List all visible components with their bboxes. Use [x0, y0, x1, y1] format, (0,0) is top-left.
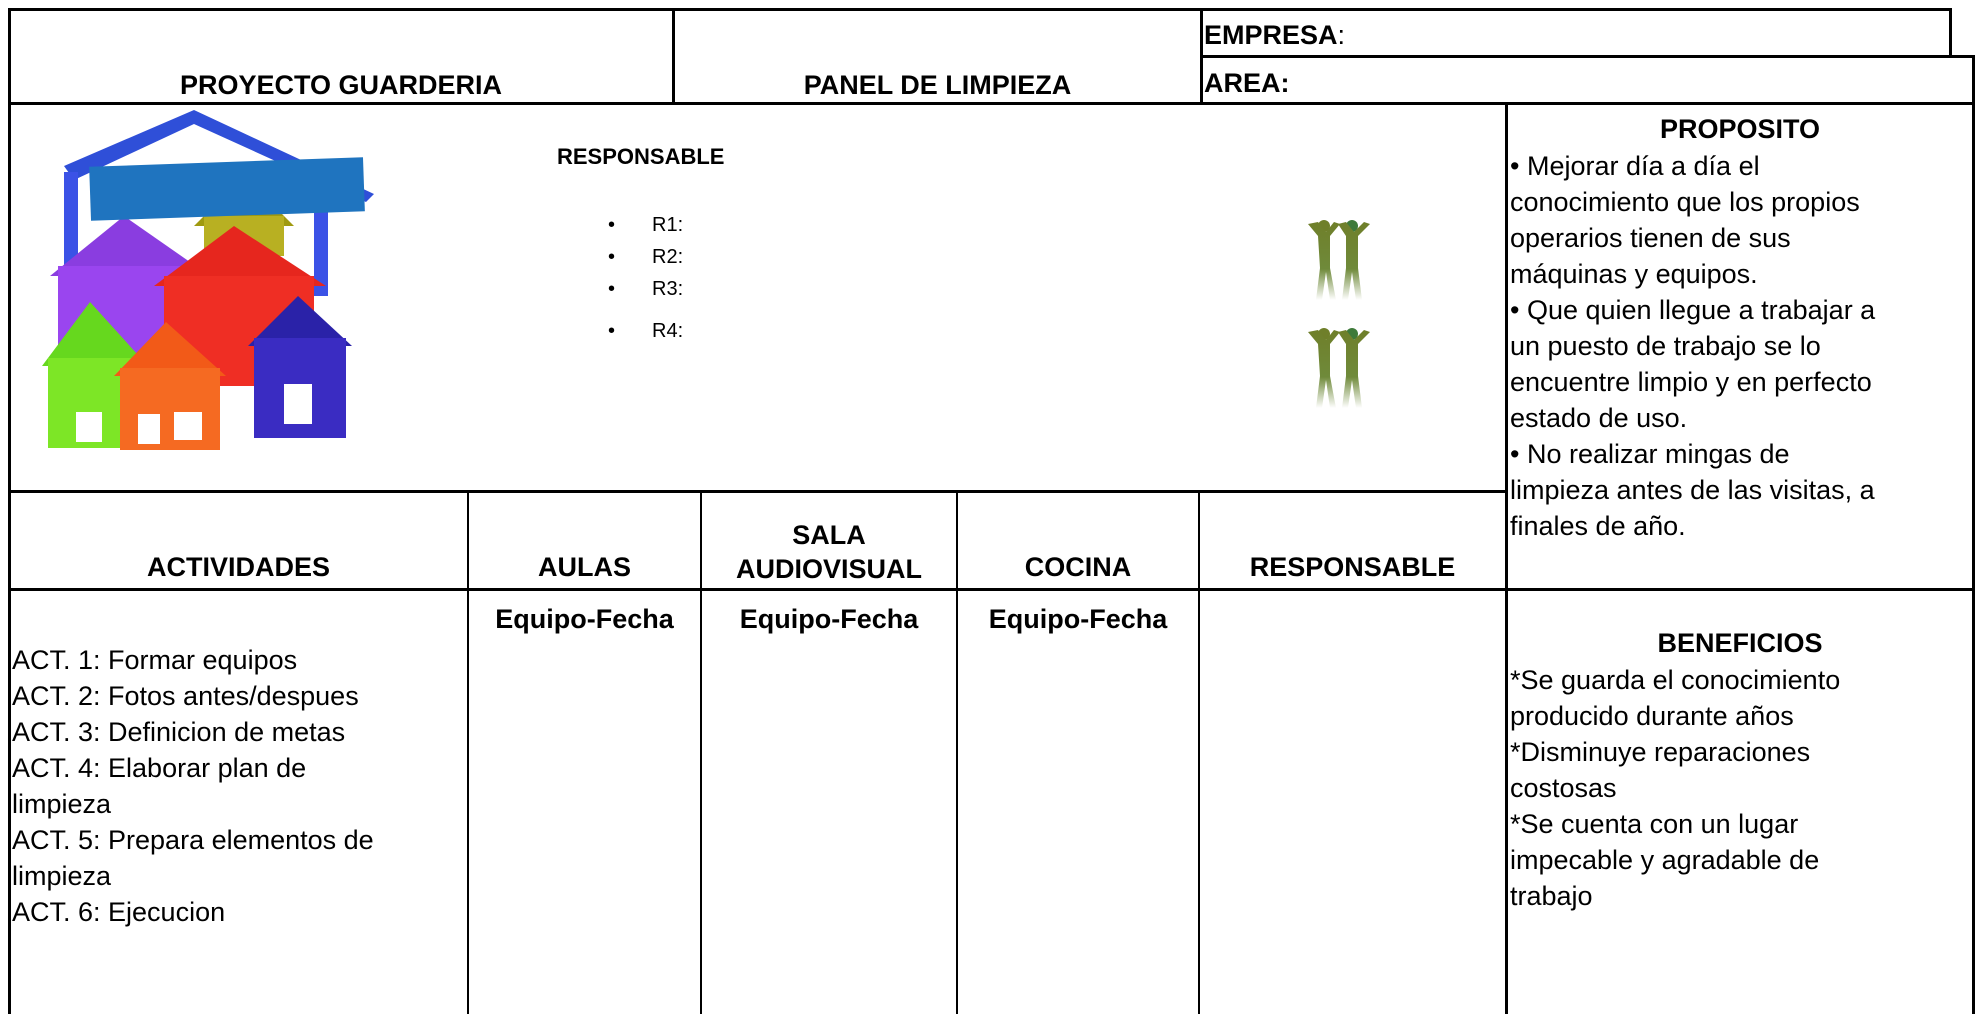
beneficio-line: costosas [1510, 773, 1617, 803]
activity-line: ACT. 2: Fotos antes/despues [12, 681, 359, 711]
beneficio-line: producido durante años [1510, 701, 1794, 731]
responsable-bullet-3: • [608, 278, 616, 300]
proposito-line: • No realizar mingas de [1510, 439, 1790, 469]
empresa-label: EMPRESA: [1204, 20, 1345, 51]
empresa-label-text: EMPRESA [1204, 20, 1338, 50]
border-area-bottom-ext [1949, 102, 1975, 105]
subheader-aulas: Equipo-Fecha [495, 604, 674, 634]
responsable-item-2: R2: [652, 246, 684, 268]
people-icon [1308, 220, 1370, 300]
beneficios-text: *Se guarda el conocimiento producido dur… [1510, 662, 1972, 914]
border-table-v4 [1198, 490, 1200, 1014]
proposito-line: conocimiento que los propios [1510, 187, 1860, 217]
people-icon [1308, 328, 1370, 408]
beneficio-line: impecable y agradable de [1510, 845, 1820, 875]
area-label: AREA: [1204, 68, 1290, 98]
col-header-responsable: RESPONSABLE [1249, 552, 1456, 582]
activity-line: ACT. 3: Definicion de metas [12, 717, 346, 747]
redaction-bar [89, 157, 365, 221]
beneficio-line: *Disminuye reparaciones [1510, 737, 1811, 767]
activities-list: ACT. 1: Formar equipos ACT. 2: Fotos ant… [12, 642, 464, 930]
responsable-item-1: R1: [652, 214, 684, 236]
col-header-cocina: COCINA [1024, 552, 1132, 582]
responsable-item-3: R3: [652, 278, 684, 300]
border-area-top-ext [1949, 55, 1975, 58]
border-image-bottom [8, 490, 1508, 493]
activity-line: ACT. 4: Elaborar plan de [12, 753, 307, 783]
col-header-sala: SALA AUDIOVISUAL [702, 518, 956, 586]
panel-title: PANEL DE LIMPIEZA [803, 70, 1072, 100]
border-area-right [1972, 55, 1975, 105]
proposito-line: operarios tienen de sus [1510, 223, 1791, 253]
proposito-line: un puesto de trabajo se lo [1510, 331, 1821, 361]
border-header-v1 [672, 8, 675, 104]
empresa-label-colon: : [1337, 20, 1346, 50]
proposito-line: encuentre limpio y en perfecto [1510, 367, 1872, 397]
col-header-sala-line1: SALA [792, 520, 866, 550]
responsable-item-4: R4: [652, 320, 684, 342]
beneficios-title: BENEFICIOS [1657, 628, 1823, 658]
proposito-line: • Mejorar día a día el [1510, 151, 1760, 181]
border-table-v2 [700, 490, 702, 1014]
proposito-line: • Que quien llegue a trabajar a [1510, 295, 1876, 325]
proposito-line: estado de uso. [1510, 403, 1688, 433]
houses-illustration [42, 110, 374, 450]
activity-line: ACT. 5: Prepara elementos de [12, 825, 374, 855]
proposito-line: máquinas y equipos. [1510, 259, 1758, 289]
activity-line: limpieza [12, 789, 112, 819]
border-right-column [1505, 104, 1508, 1014]
subheader-cocina: Equipo-Fecha [988, 604, 1168, 634]
project-title: PROYECTO GUARDERIA [179, 70, 503, 100]
border-left [8, 8, 11, 1014]
border-header-bottom [8, 102, 1952, 105]
border-table-v3 [956, 490, 958, 1014]
activity-line: ACT. 1: Formar equipos [12, 645, 298, 675]
beneficio-line: *Se cuenta con un lugar [1510, 809, 1799, 839]
border-table-header-bottom [8, 588, 1975, 591]
border-empresa-right [1949, 8, 1952, 58]
proposito-title: PROPOSITO [1659, 114, 1821, 144]
proposito-text: • Mejorar día a día el conocimiento que … [1510, 148, 1972, 544]
proposito-line: finales de año. [1510, 511, 1686, 541]
border-right [1972, 104, 1975, 1014]
col-header-actividades: ACTIVIDADES [146, 552, 330, 582]
proposito-line: limpieza antes de las visitas, a [1510, 475, 1875, 505]
beneficio-line: trabajo [1510, 881, 1593, 911]
responsable-bullet-4: • [608, 320, 616, 342]
responsable-bullet-2: • [608, 246, 616, 268]
col-header-aulas: AULAS [538, 552, 631, 582]
border-table-v1 [467, 490, 469, 1014]
border-empresa-bottom [1200, 55, 1952, 58]
activity-line: ACT. 6: Ejecucion [12, 897, 226, 927]
responsable-title: RESPONSABLE [557, 144, 725, 169]
col-header-sala-line2: AUDIOVISUAL [735, 554, 922, 584]
beneficio-line: *Se guarda el conocimiento [1510, 665, 1841, 695]
border-top [8, 8, 1952, 11]
subheader-sala: Equipo-Fecha [739, 604, 919, 634]
responsable-bullet-1: • [608, 214, 616, 236]
activity-line: limpieza [12, 861, 112, 891]
